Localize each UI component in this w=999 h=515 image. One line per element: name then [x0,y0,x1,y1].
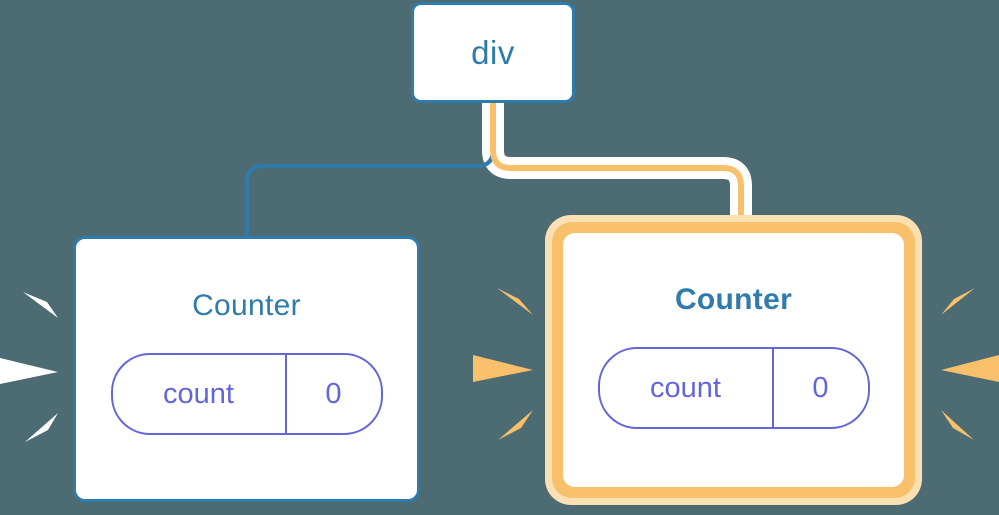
state-pill-left-divider [284,355,287,433]
burst-ray-orange-right-lower [941,410,974,440]
node-div[interactable]: div [411,2,575,103]
burst-ray-orange-left-lower [498,410,533,440]
node-div-label: div [471,33,515,71]
burst-right-counter-right-side [941,288,999,440]
node-counter-right[interactable]: Counter count 0 [563,233,904,487]
node-counter-right-title: Counter [674,283,793,316]
edge-div-to-counter-right [490,103,744,228]
burst-ray-white-lower [25,413,58,442]
node-counter-right-highlight-ring: Counter count 0 [545,215,922,505]
state-pill-right[interactable]: count 0 [597,347,870,429]
node-counter-left-title: Counter [192,289,301,322]
node-counter-right-ring: Counter count 0 [552,222,915,498]
burst-ray-orange-right-upper [941,288,975,315]
burst-right-counter-left-side [473,288,533,440]
node-counter-left[interactable]: Counter count 0 [73,236,420,502]
burst-ray-white-middle [0,358,58,384]
burst-ray-orange-right-middle [941,355,999,382]
state-pill-left-value: 0 [325,377,342,410]
burst-ray-white-upper [23,292,58,318]
burst-left-counter [0,292,58,442]
state-pill-left-name: count [163,377,234,410]
burst-ray-orange-left-upper [497,288,533,315]
state-pill-right-name: count [650,371,721,404]
burst-ray-orange-left-middle [473,355,533,382]
state-pill-right-value: 0 [812,371,829,404]
state-pill-left[interactable]: count 0 [110,353,383,435]
state-pill-right-divider [771,349,774,427]
